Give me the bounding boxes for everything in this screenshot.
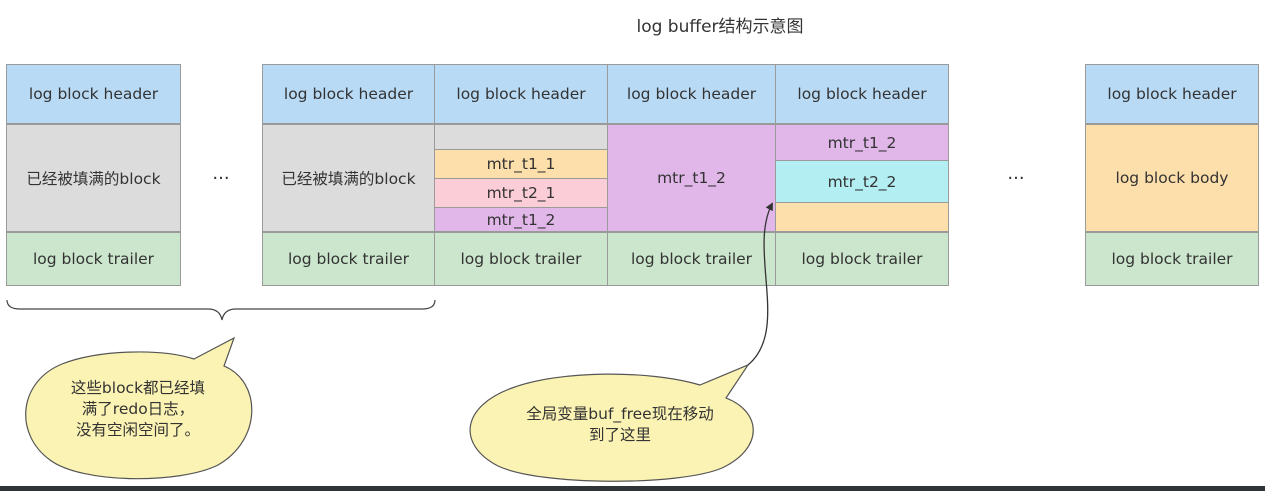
block5-free-space	[775, 202, 949, 232]
block2-filled-body: 已经被填满的block	[262, 124, 435, 232]
filled-note-line2: 满了redo日志，	[81, 400, 195, 418]
buf-free-note-text: 全局变量buf_free现在移动 到了这里	[475, 404, 765, 446]
block4-header: log block header	[607, 64, 776, 124]
block6-trailer: log block trailer	[1085, 232, 1259, 286]
block3-mtr-t2-1: mtr_t2_1	[434, 178, 608, 208]
filled-note-line3: 没有空闲空间了。	[75, 421, 200, 439]
block1-trailer: log block trailer	[6, 232, 181, 286]
buf-free-note-line1: 全局变量buf_free现在移动	[526, 405, 714, 423]
block3-mtr-t1-2: mtr_t1_2	[434, 207, 608, 232]
filled-note-text: 这些block都已经填 满了redo日志， 没有空闲空间了。	[30, 378, 246, 441]
block6-header: log block header	[1085, 64, 1259, 124]
buf-free-arrow	[747, 202, 773, 366]
ellipsis-right: ···	[1007, 168, 1025, 189]
block5-trailer: log block trailer	[775, 232, 949, 286]
buf-free-note-bubble	[469, 363, 754, 482]
block5-mtr-t1-2: mtr_t1_2	[775, 124, 949, 161]
block1-filled-body: 已经被填满的block	[6, 124, 181, 232]
block5-mtr-t2-2: mtr_t2_2	[775, 160, 949, 203]
block3-trailer: log block trailer	[434, 232, 608, 286]
block3-header: log block header	[434, 64, 608, 124]
filled-note-line1: 这些block都已经填	[70, 379, 206, 397]
bottom-bar	[0, 486, 1265, 491]
filled-blocks-brace	[6, 299, 436, 321]
ellipsis-left: ···	[212, 168, 230, 189]
block5-header: log block header	[775, 64, 949, 124]
block6-body: log block body	[1085, 124, 1259, 232]
block4-trailer: log block trailer	[607, 232, 776, 286]
block1-header: log block header	[6, 64, 181, 124]
buf-free-note-line2: 到了这里	[588, 426, 651, 444]
block2-header: log block header	[262, 64, 435, 124]
diagram-title: log buffer结构示意图	[636, 17, 804, 37]
block4-mtr-t1-2: mtr_t1_2	[607, 124, 776, 232]
filled-note-bubble	[25, 336, 253, 480]
block2-trailer: log block trailer	[262, 232, 435, 286]
block3-filled-part	[434, 124, 608, 150]
